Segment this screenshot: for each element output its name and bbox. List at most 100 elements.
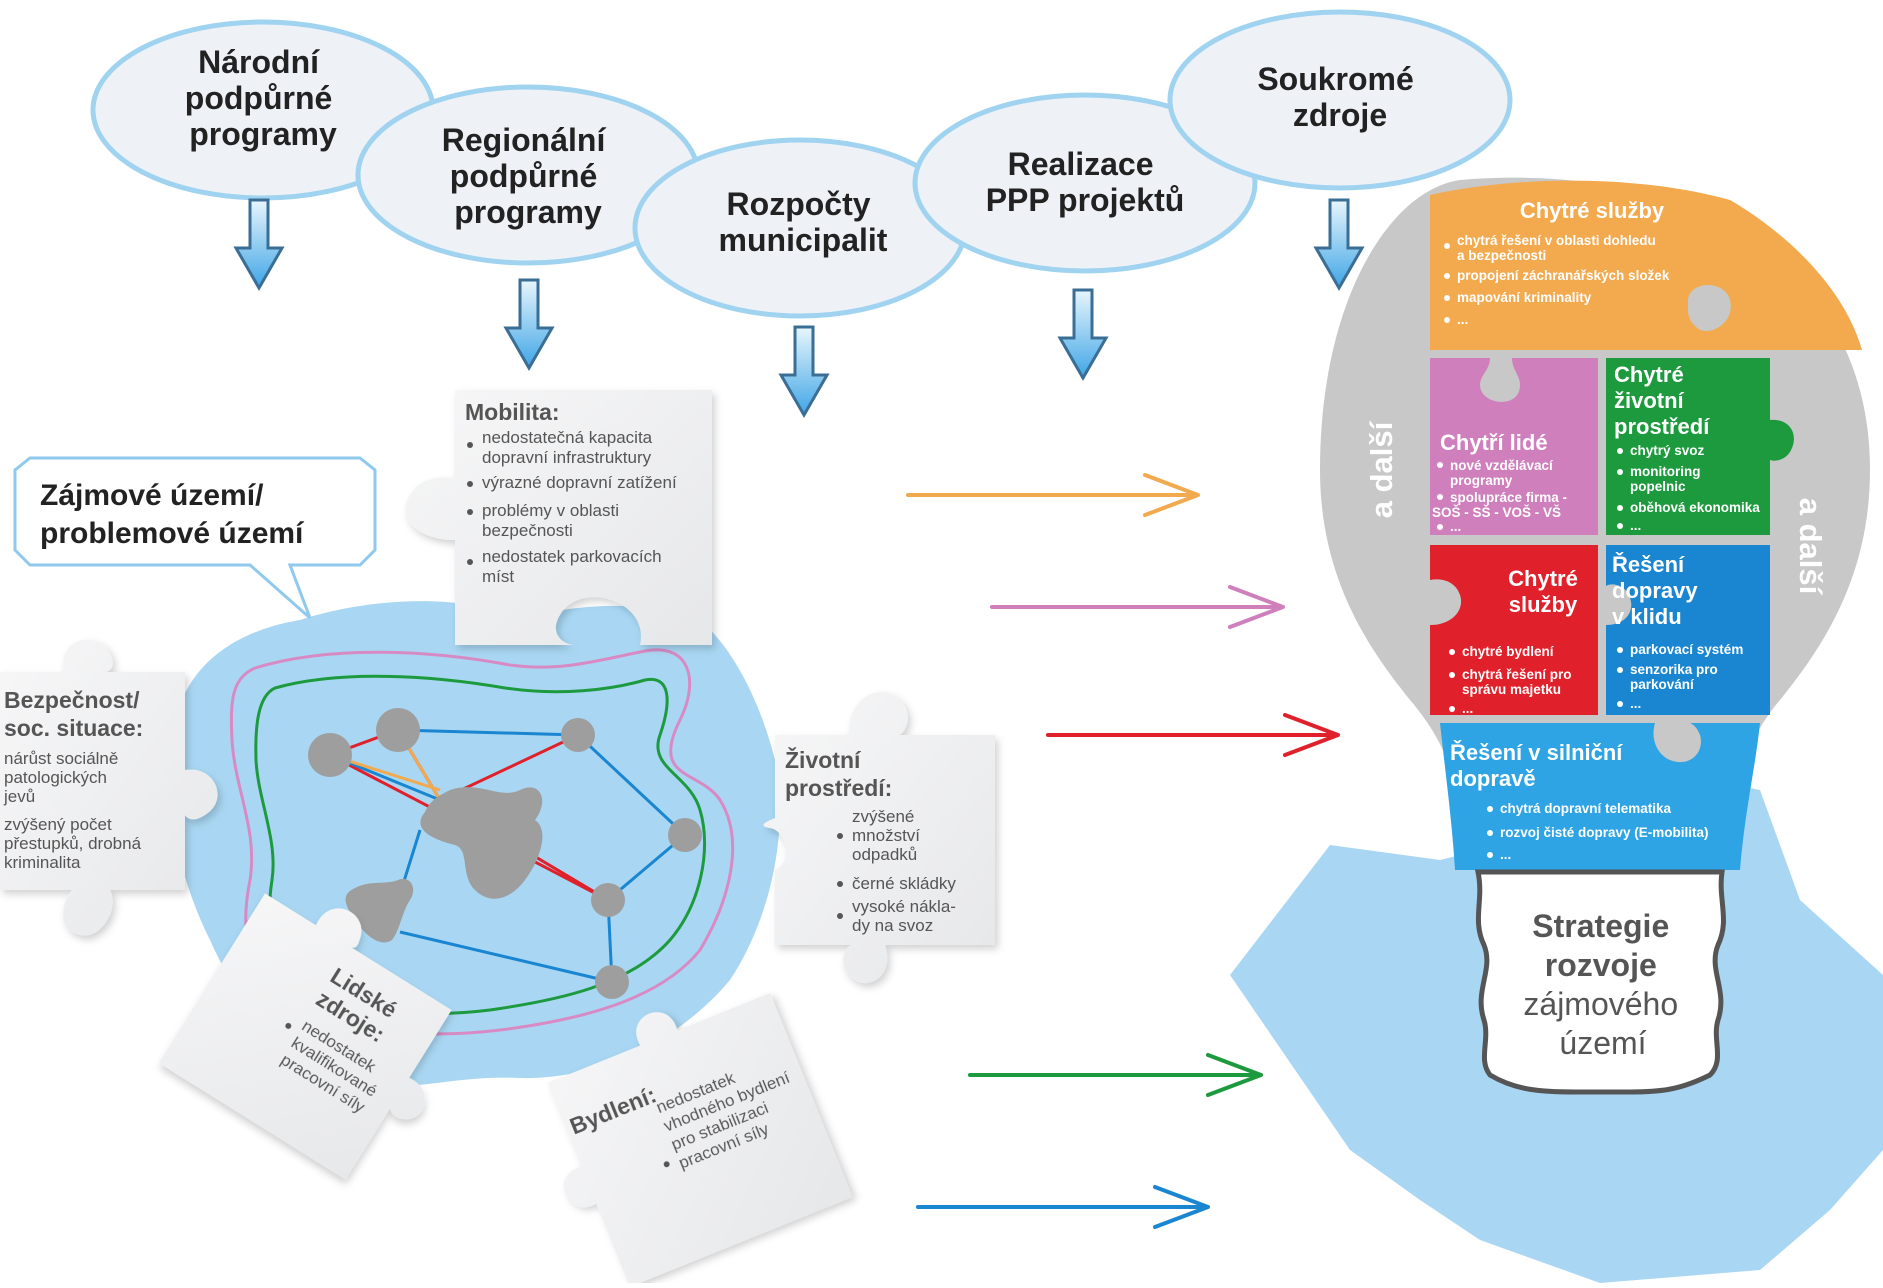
arrow-blue [916,1185,1210,1229]
svg-text:oběhová ekonomika: oběhová ekonomika [1630,500,1760,515]
svg-text:vysoké nákla-dy na svoz: vysoké nákla-dy na svoz [852,897,956,935]
town-node [668,818,702,852]
svg-text:chytrá dopravní telematika: chytrá dopravní telematika [1500,801,1672,816]
svg-text:spolupráce firma -SOŠ - SŠ - V: spolupráce firma -SOŠ - SŠ - VOŠ - VŠ [1432,490,1567,520]
flow-arrows [906,473,1340,1229]
puzzle-piece-bezpecnost [0,639,218,936]
source-ppp-ellipse [912,92,1258,274]
chytre-sluzby-top-title: Chytré služby [1520,198,1665,223]
svg-text:...: ... [1462,701,1473,716]
svg-text:výrazné dopravní zatížení: výrazné dopravní zatížení [482,473,677,492]
callout-label: Zájmové území/ problemové území [40,479,305,550]
svg-text:propojení záchranářských slože: propojení záchranářských složek [1457,268,1670,283]
svg-text:chytrý svoz: chytrý svoz [1630,443,1705,458]
town-node [376,708,420,752]
piece-doprava-klid [1606,545,1770,715]
puzzle-piece-zivotni [763,692,995,984]
down-arrows [233,198,1365,419]
a-dalsi-left: a další [1364,420,1399,518]
outer-boundary-pink [229,648,735,1036]
source-narodni-label: Národní podpůrné programy [185,44,341,152]
svg-text:rozvoj čisté dopravy (E-mobili: rozvoj čisté dopravy (E-mobilita) [1500,825,1709,840]
puzzle-piece-mobilita [405,390,712,645]
arrow-red [1046,713,1340,757]
mobilita-title: Mobilita: [465,399,560,425]
svg-text:...: ... [1457,312,1468,327]
problem-bezpecnost: Bezpečnost/soc. situace: nárůst sociálně… [0,639,218,936]
svg-text:černé skládky: černé skládky [852,874,956,893]
down-arrow-icon [503,278,555,372]
territory-callout: Zájmové území/ problemové území [13,456,377,620]
piece-chytri-lide [1430,358,1598,535]
funding-sources: Národní podpůrné programy Regionální pod… [90,9,1513,319]
silnicni-items: chytrá dopravní telematika rozvoj čisté … [1487,801,1709,862]
source-rozpocty-label: Rozpočty municipalit [719,186,888,258]
town-node [595,965,629,999]
down-arrow-icon [1057,288,1109,382]
svg-text:chytré bydlení: chytré bydlení [1462,644,1555,659]
problem-bydleni: Bydlení: nedostatekvhodného bydlenípro s… [547,993,853,1287]
piece-silnicni [1440,723,1760,870]
svg-text:...: ... [1630,696,1641,711]
svg-text:...: ... [1630,518,1641,533]
puzzle-piece-bydleni [547,993,853,1287]
source-soukrome-ellipse [1167,9,1513,191]
arrow-pink [990,585,1285,629]
a-dalsi-right: a další [1793,498,1828,596]
svg-text:parkovací systém: parkovací systém [1630,642,1743,657]
urban-area [345,878,414,943]
source-regionalni-label: Regionální podpůrné programy [442,122,614,230]
bulb-base [1474,869,1726,1095]
puzzle-piece-lidske [159,893,452,1180]
piece-chytre-sluzby-top [1430,180,1862,350]
town-node [308,733,352,777]
town-node [591,883,625,917]
lightbulb: a další a další Chytré služby chytrá řeš… [1320,177,1870,1095]
chytri-lide-title: Chytří lidé [1440,430,1548,455]
problem-lidske: Lidskézdroje: nedostatekkvalifikovanépra… [159,893,452,1180]
svg-text:...: ... [1500,847,1511,862]
arrow-orange [906,473,1200,517]
callout-bubble [13,456,377,620]
town-node [561,718,595,752]
svg-text:...: ... [1450,519,1461,534]
down-arrow-icon [778,325,830,419]
source-ppp-label: Realizace PPP projektů [986,146,1185,218]
piece-zivotni-prostredi [1606,358,1794,535]
down-arrow-icon [233,198,285,292]
piece-chytre-sluzby-mid [1430,545,1598,715]
svg-text:mapování kriminality: mapování kriminality [1457,290,1592,305]
bulb-base-label: Strategie rozvoje zájmového území [1523,908,1682,1061]
down-arrow-icon [1313,198,1365,292]
bezpecnost-title: Bezpečnost/soc. situace: [4,687,143,741]
inner-boundary-green [254,674,707,1016]
urban-area [420,787,543,899]
